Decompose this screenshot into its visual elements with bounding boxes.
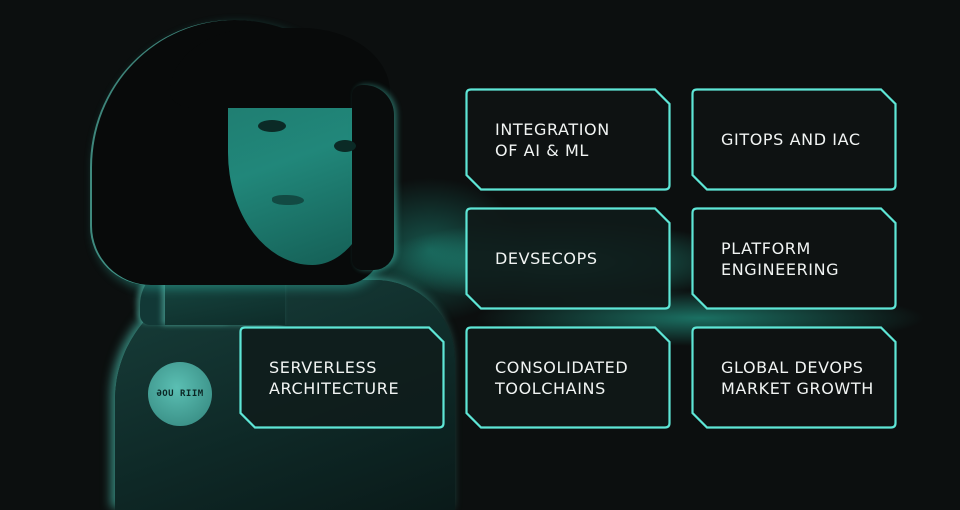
card-line: ENGINEERING xyxy=(721,259,840,279)
card-line: SERVERLESS xyxy=(269,357,378,377)
card-global-devops-growth: GLOBAL DEVOPS MARKET GROWTH xyxy=(691,326,897,429)
card-frame xyxy=(465,88,671,191)
card-line: GLOBAL DEVOPS xyxy=(721,357,864,377)
card-line: TOOLCHAINS xyxy=(495,378,606,398)
card-frame xyxy=(239,326,445,429)
card-line: DEVSECOPS xyxy=(495,249,598,268)
figure-lips xyxy=(272,195,304,205)
card-label: PLATFORM ENGINEERING xyxy=(721,207,887,310)
card-serverless-architecture: SERVERLESS ARCHITECTURE xyxy=(239,326,445,429)
card-line: OF AI & ML xyxy=(495,140,589,160)
card-devsecops: DEVSECOPS xyxy=(465,207,671,310)
card-gitops-iac: GITOPS AND IAC xyxy=(691,88,897,191)
card-platform-engineering: PLATFORM ENGINEERING xyxy=(691,207,897,310)
figure-eye-left xyxy=(258,120,286,132)
card-label: SERVERLESS ARCHITECTURE xyxy=(269,326,435,429)
card-frame xyxy=(691,207,897,310)
card-line: ARCHITECTURE xyxy=(269,378,400,398)
card-frame xyxy=(691,88,897,191)
card-line: INTEGRATION xyxy=(495,119,610,139)
card-consolidated-toolchains: CONSOLIDATED TOOLCHAINS xyxy=(465,326,671,429)
card-frame xyxy=(465,326,671,429)
card-line: PLATFORM xyxy=(721,238,811,258)
card-integration-ai-ml: INTEGRATION OF AI & ML xyxy=(465,88,671,191)
card-line: MARKET GROWTH xyxy=(721,378,874,398)
figure-hair-side xyxy=(352,85,394,270)
card-frame xyxy=(465,207,671,310)
card-label: GLOBAL DEVOPS MARKET GROWTH xyxy=(721,326,887,429)
card-line: CONSOLIDATED xyxy=(495,357,629,377)
card-label: GITOPS AND IAC xyxy=(721,88,887,191)
card-label: CONSOLIDATED TOOLCHAINS xyxy=(495,326,661,429)
figure-eye-right xyxy=(334,140,356,152)
shoulder-patch-badge: ƏOU RIIM xyxy=(148,362,212,426)
card-label: DEVSECOPS xyxy=(495,207,661,310)
card-frame xyxy=(691,326,897,429)
card-line: GITOPS AND IAC xyxy=(721,130,861,149)
card-label: INTEGRATION OF AI & ML xyxy=(495,88,661,191)
